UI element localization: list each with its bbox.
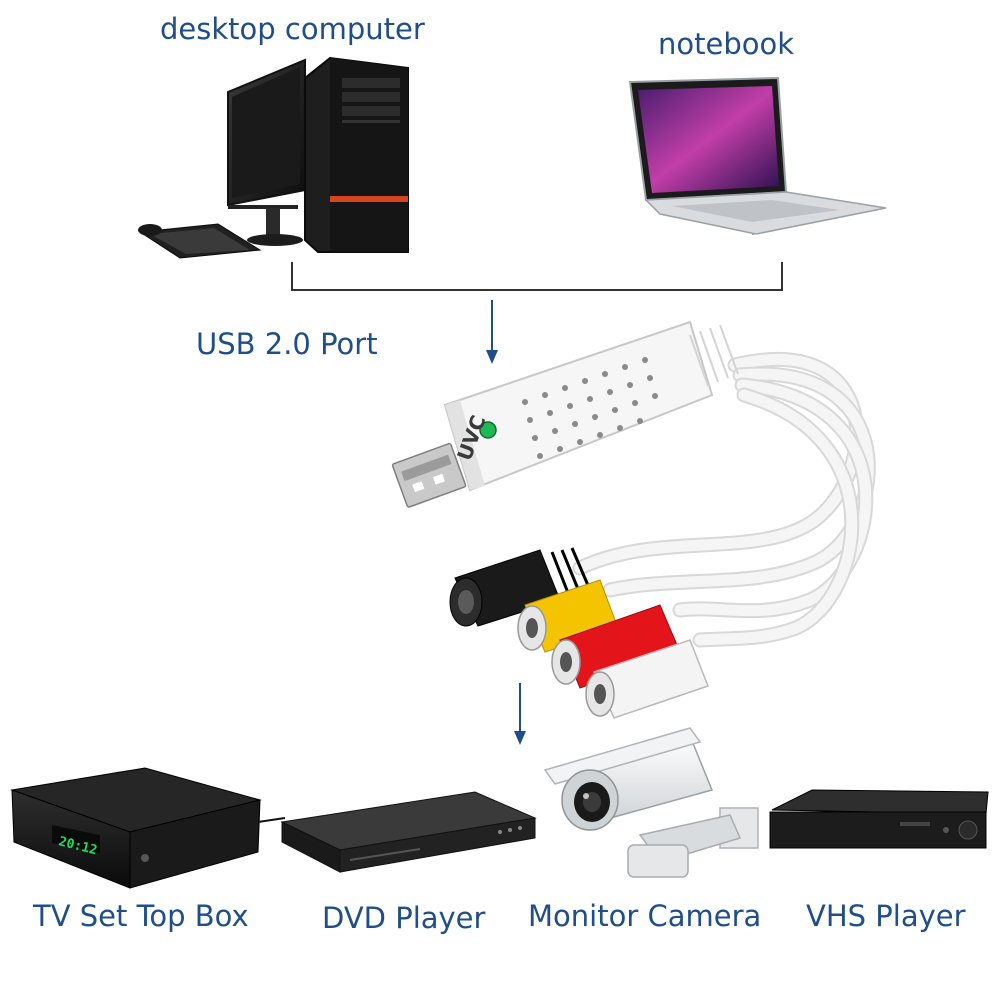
rca-red-connector-icon	[551, 604, 681, 689]
rca-white-connector-icon	[585, 639, 709, 719]
monitor-camera-icon	[543, 727, 759, 878]
connector-bracket	[291, 262, 783, 291]
vhs-player-icon	[769, 789, 989, 849]
label-notebook: notebook	[658, 27, 795, 61]
label-dvd-player: DVD Player	[322, 901, 486, 935]
label-usb-port: USB 2.0 Port	[196, 327, 378, 361]
tv-set-top-box-icon	[10, 767, 286, 889]
arrow-down-icon	[514, 683, 526, 745]
capture-cables	[572, 351, 876, 648]
label-vhs-player: VHS Player	[806, 899, 966, 933]
label-tv-set-top-box: TV Set Top Box	[33, 899, 249, 933]
label-desktop-computer: desktop computer	[160, 12, 425, 46]
status-led-icon	[479, 421, 497, 439]
notebook-icon	[628, 76, 887, 235]
dvd-player-icon	[280, 791, 537, 873]
arrow-down-icon	[486, 300, 498, 364]
label-monitor-camera: Monitor Camera	[528, 899, 762, 933]
desktop-computer-icon	[138, 56, 409, 259]
usb-capture-device	[391, 320, 739, 508]
